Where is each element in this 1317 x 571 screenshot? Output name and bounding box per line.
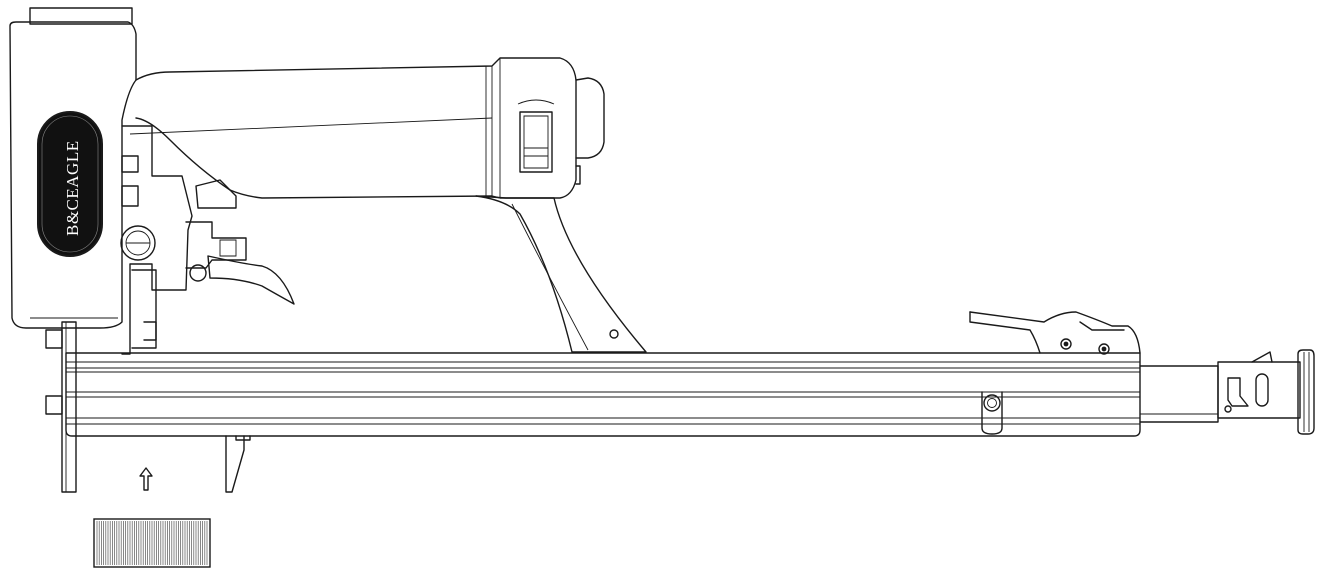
guide-blade (225, 435, 251, 493)
brand-logo: B&CEAGLE (37, 111, 103, 257)
magazine-release-latch (969, 311, 1141, 355)
handle-lock-button (517, 99, 555, 173)
magazine-screw (981, 391, 1003, 435)
logo-text: B&CEAGLE (63, 140, 82, 236)
handle (129, 57, 605, 199)
staple-strip (93, 518, 211, 568)
head-cylinder (9, 7, 137, 329)
pusher-section (1139, 351, 1301, 423)
end-knob (1297, 349, 1315, 435)
safety-mechanism (121, 125, 295, 355)
grip (475, 195, 647, 353)
adjustment-knob (120, 225, 207, 282)
load-arrow (139, 467, 153, 491)
magazine-rail (65, 352, 1141, 437)
nose-plate (45, 321, 77, 493)
